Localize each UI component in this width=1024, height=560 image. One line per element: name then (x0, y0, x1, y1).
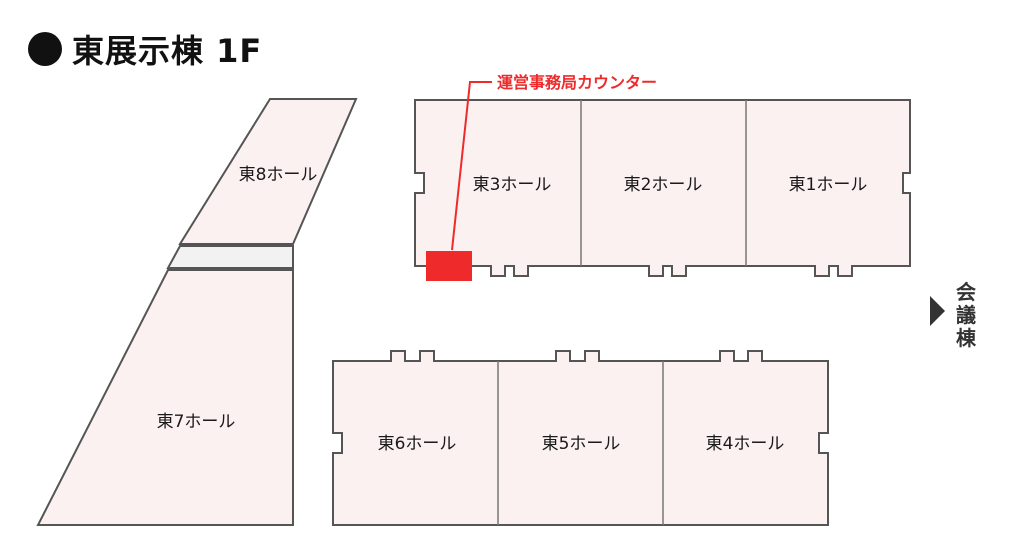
hall-east7[interactable] (36, 269, 294, 526)
conference-label-2: 議 (956, 303, 976, 327)
page-title: 東展示棟 1F (28, 22, 262, 76)
hall-east8[interactable] (178, 98, 358, 245)
hall-label-east6: 東6ホール (378, 434, 457, 454)
hall-label-east4: 東4ホール (706, 434, 785, 454)
hall-label-east7: 東7ホール (157, 412, 236, 432)
hall-label-east3: 東3ホール (473, 175, 552, 195)
hall-label-east1: 東1ホール (789, 175, 868, 195)
hall-label-east8: 東8ホール (239, 165, 318, 185)
hall-label-east5: 東5ホール (542, 434, 621, 454)
hall-block-lower (332, 350, 829, 526)
bullet-icon (28, 32, 62, 66)
counter-label: 運営事務局カウンター (497, 73, 657, 92)
hall-label-east2: 東2ホール (624, 175, 703, 195)
counter-leader-line (451, 81, 492, 251)
counter-marker[interactable] (426, 251, 472, 281)
conference-label-1: 会 (956, 280, 976, 304)
arrow-right-icon (930, 296, 945, 326)
title-text: 東展示棟 1F (72, 32, 263, 70)
conference-label-3: 棟 (956, 326, 977, 350)
hall-block-upper (414, 99, 911, 277)
corridor-7-8 (166, 245, 294, 269)
